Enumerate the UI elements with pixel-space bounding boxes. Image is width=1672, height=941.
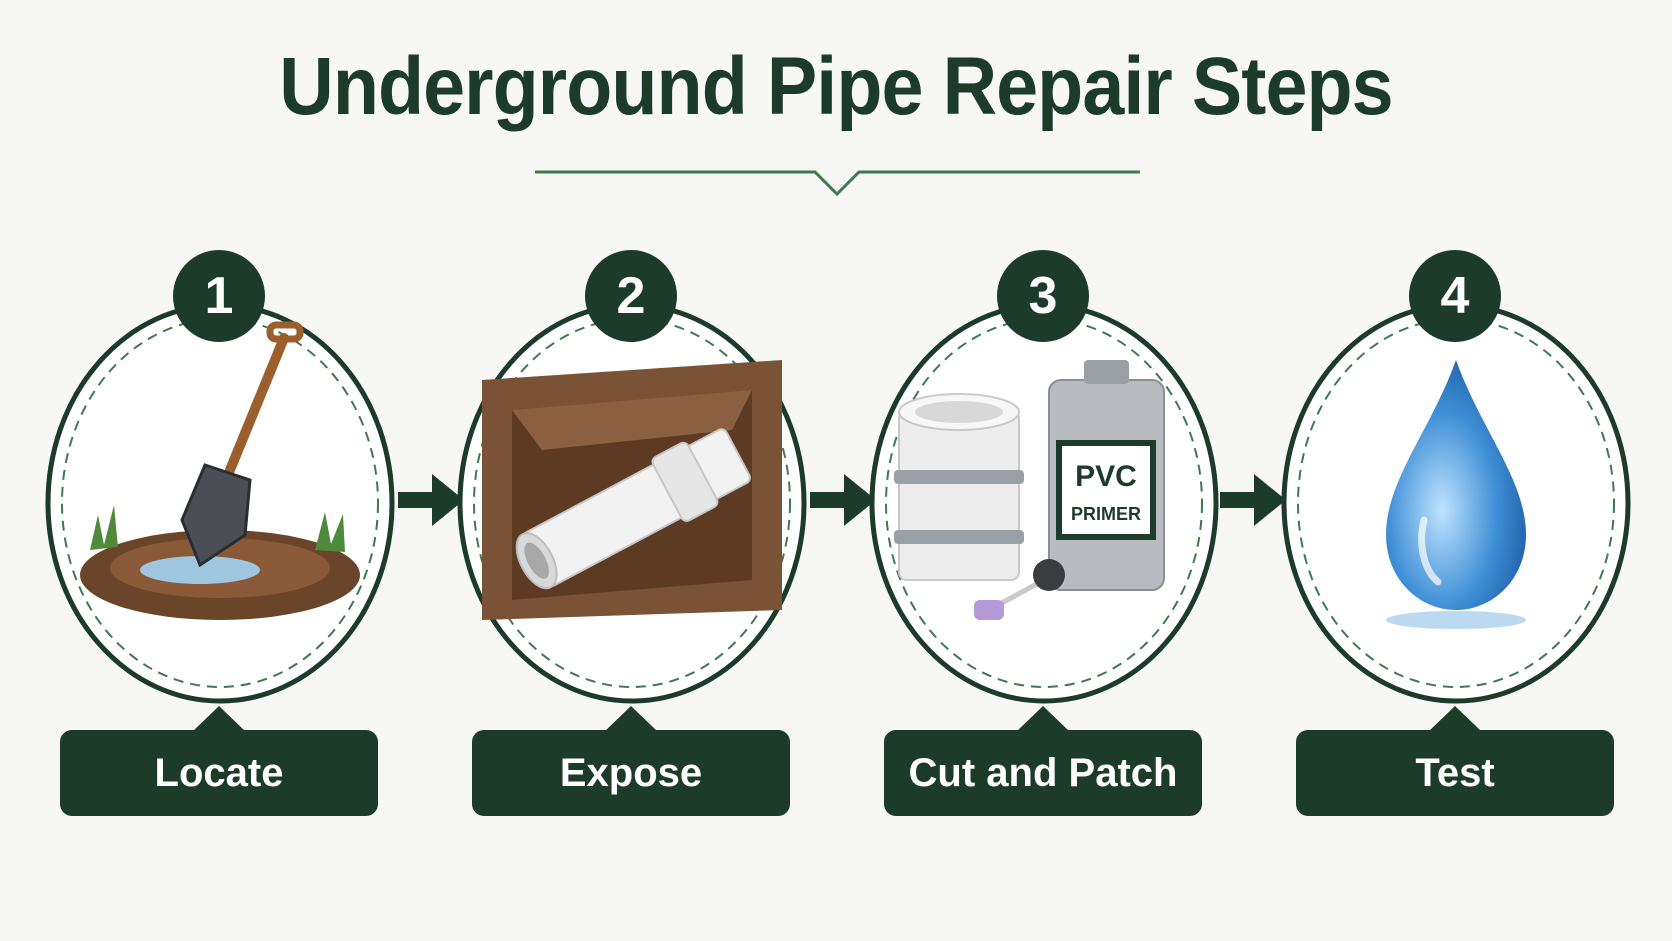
can-label-pvc: PVC [1075,460,1137,493]
exposed-pipe-trench-icon [482,360,782,620]
label-pointer [1016,706,1070,732]
title-underline-divider [535,170,1140,197]
step-label: Cut and Patch [884,730,1202,816]
step-label: Expose [472,730,790,816]
label-pointer [1428,706,1482,732]
step-number-badge: 3 [997,250,1089,342]
step-number-badge: 2 [585,250,677,342]
step-number-badge: 4 [1409,250,1501,342]
arrow-right-icon [810,474,876,526]
step-1: 1 Locate [40,250,400,830]
step-label: Locate [60,730,378,816]
label-pointer [192,706,246,732]
step-2: 2 Expose [452,250,812,830]
arrow-right-icon [1220,474,1286,526]
water-drop-icon [1386,360,1526,629]
step-label: Test [1296,730,1614,816]
arrow-right-icon [398,474,464,526]
step-4: 4 Test [1276,250,1636,830]
step-number-badge: 1 [173,250,265,342]
pvc-coupling-and-primer-icon: PVC PRIMER [894,360,1165,620]
can-label-primer: PRIMER [1071,504,1141,524]
label-pointer [604,706,658,732]
step-3: PVC PRIMER 3 Cut and Patch [864,250,1224,830]
shovel-in-wet-soil-icon [80,321,360,620]
page-title: Underground Pipe Repair Steps [279,41,1393,132]
